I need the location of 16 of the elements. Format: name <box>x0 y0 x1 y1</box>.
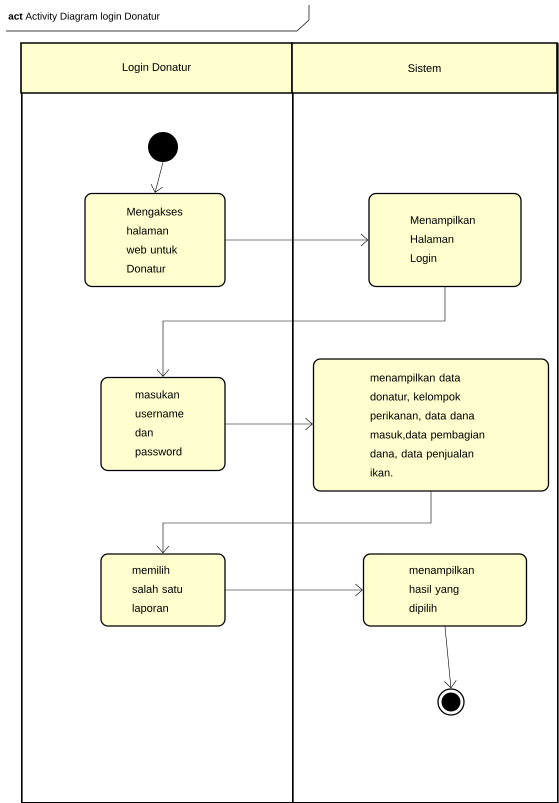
initial-node <box>148 132 178 162</box>
action-box: masukan username dan password <box>100 376 226 472</box>
arrow <box>225 584 363 596</box>
diagram-title: act Activity Diagram login Donatur <box>6 4 310 32</box>
action-box: menampilkan data donatur, kelompok perikanan, data dana masuk,data pembagian dana, data penjualan ikan. <box>312 358 550 492</box>
arrow <box>225 234 368 246</box>
action-box: memilih salah satu laporan <box>100 553 226 627</box>
arrow <box>444 626 457 688</box>
arrow <box>156 286 446 377</box>
final-node <box>437 688 465 716</box>
action-box: Menampilkan Halaman Login <box>368 192 522 288</box>
action-box: Mengakses halaman web untuk Donatur <box>84 192 226 288</box>
action-box: menampilkan hasil yang dipilih <box>362 553 528 627</box>
arrow <box>156 491 432 554</box>
arrow <box>150 162 164 193</box>
arrow <box>225 418 313 430</box>
